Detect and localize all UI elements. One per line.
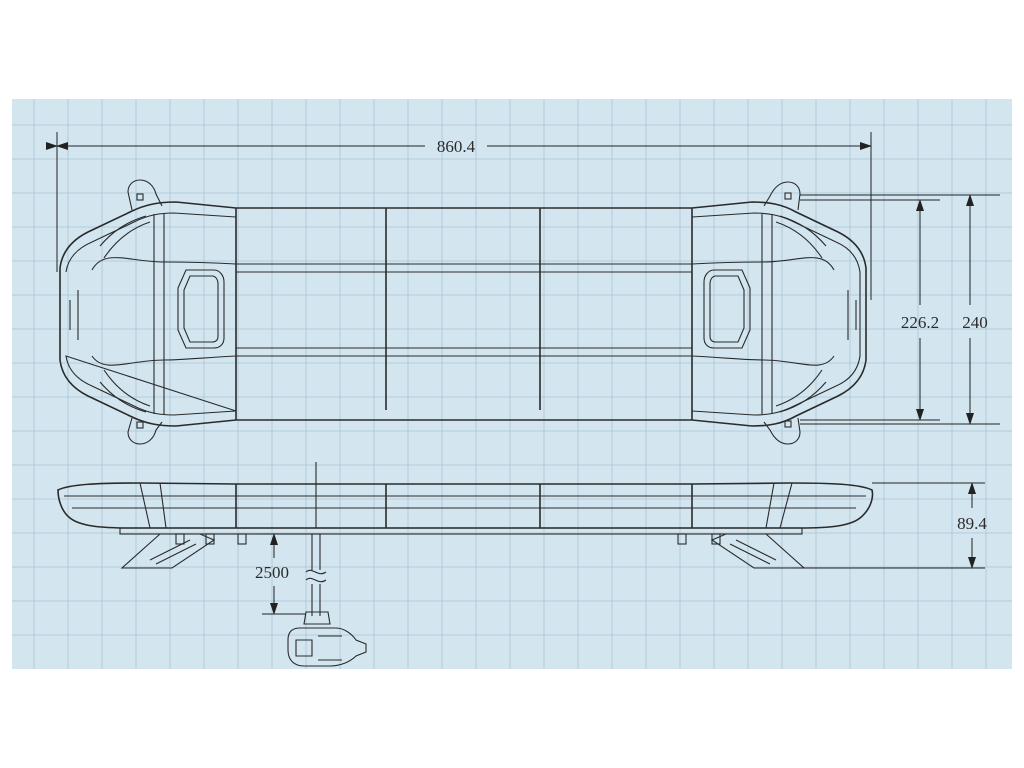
overall-length-label: 860.4: [437, 137, 476, 156]
cigarette-plug: [287, 627, 367, 667]
dimension-depth-inner: 226.2: [800, 199, 940, 421]
background-grid: [12, 99, 1012, 669]
height-label: 89.4: [957, 514, 987, 533]
depth-inner-label: 226.2: [901, 313, 939, 332]
dimension-depth-outer: 240: [800, 194, 1000, 425]
dimension-height: 89.4: [790, 482, 987, 569]
drawing-area: [12, 99, 1012, 669]
light-bar-top-view: [59, 179, 867, 445]
light-bar-side-view: [57, 482, 874, 569]
depth-outer-label: 240: [962, 313, 988, 332]
cable-length-label: 2500: [255, 563, 289, 582]
power-cable: [287, 462, 367, 667]
dimension-cable-length: 2500: [255, 533, 320, 615]
dimension-overall-length: 860.4: [46, 132, 872, 300]
